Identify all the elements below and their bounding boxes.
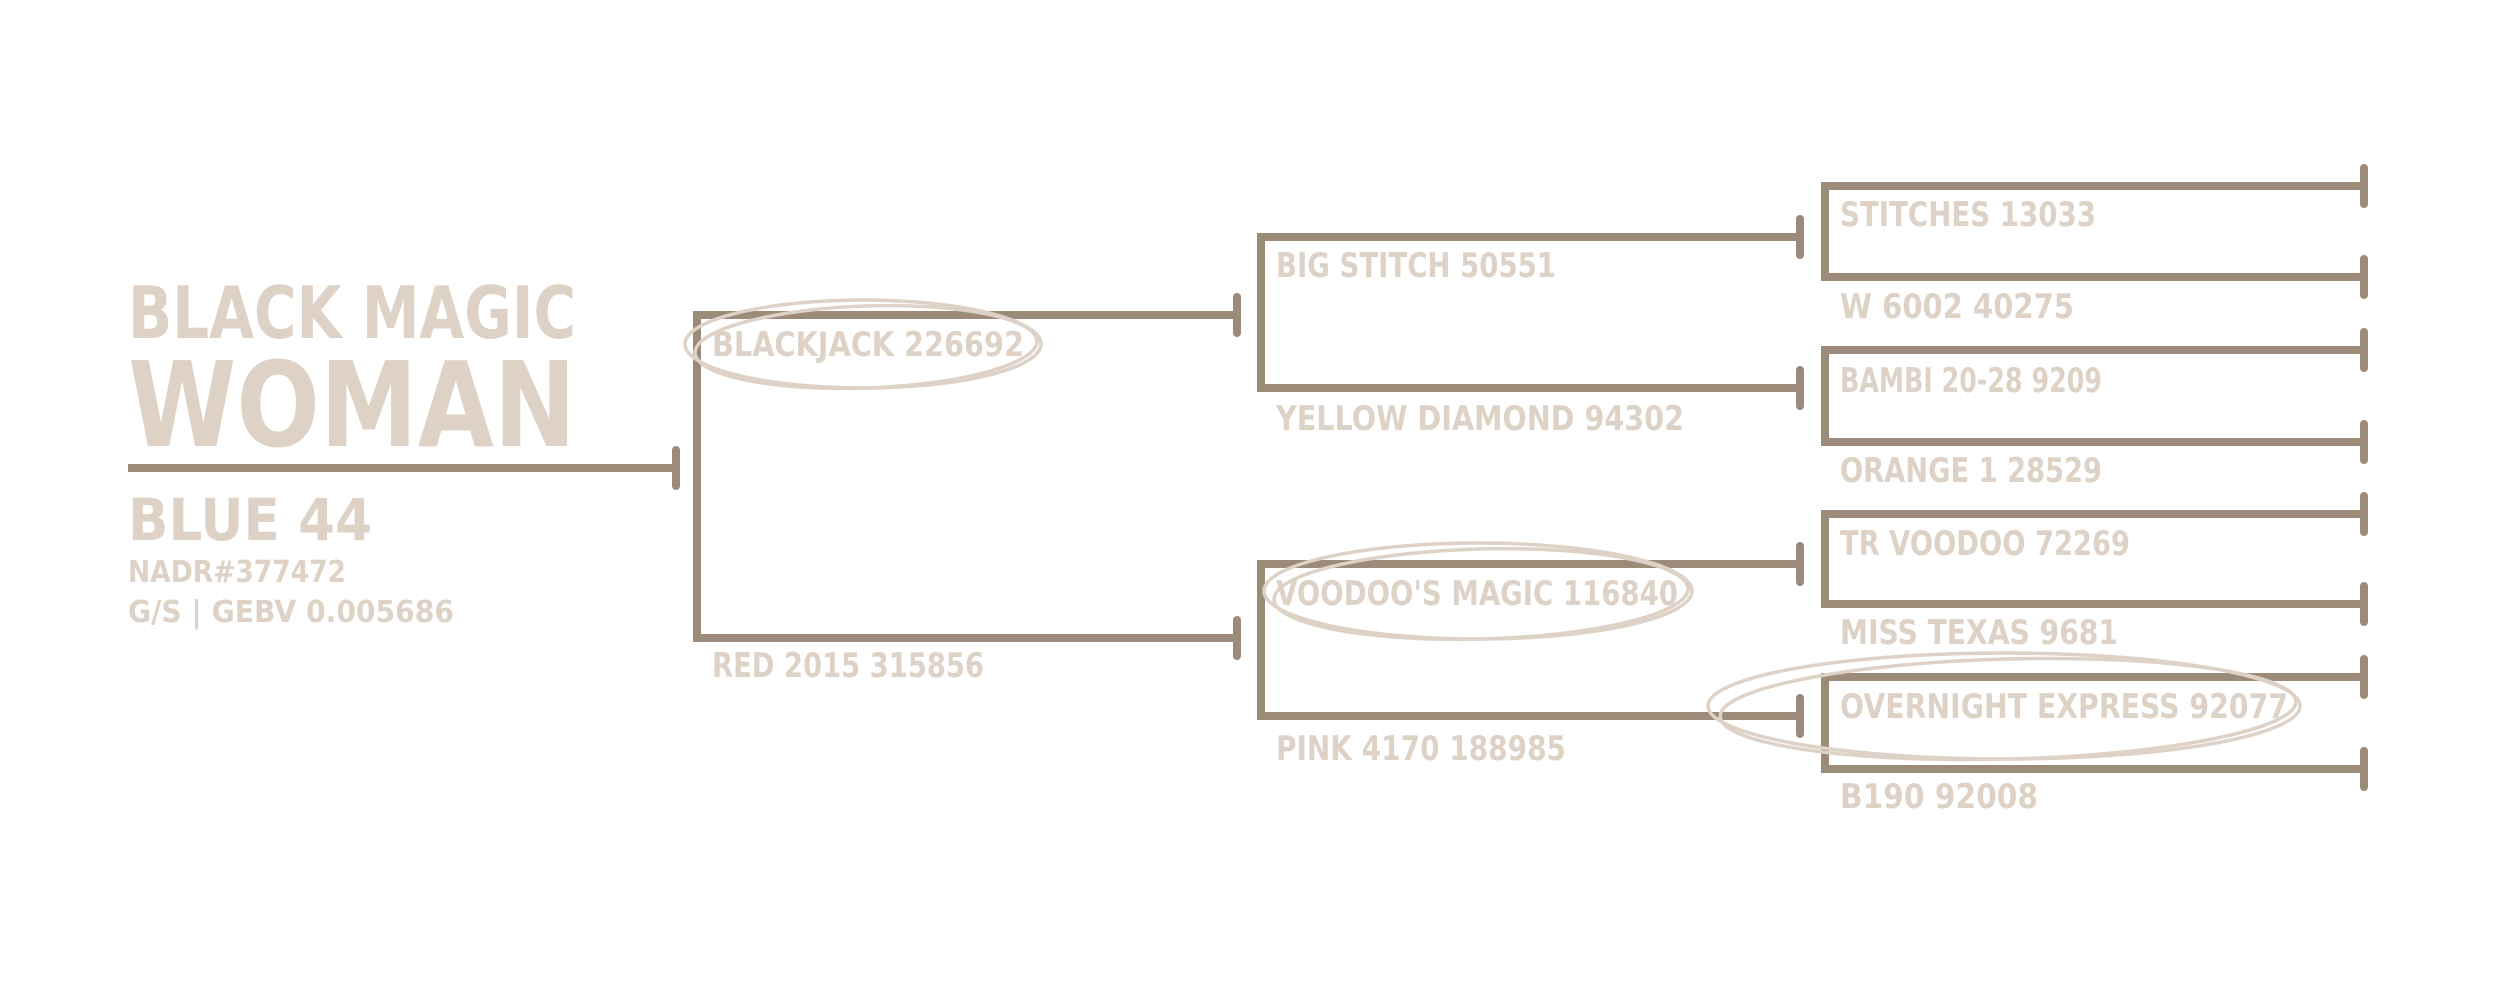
generation-3: STITCHES 13033 W 6002 40275 BAMBI 20-28 … (1706, 164, 2368, 817)
subject-details: G/S | GEBV 0.005686 (128, 595, 454, 630)
generation-1: BLACKJACK 226692 RED 2015 315856 (683, 293, 1241, 686)
subject-name-line1: BLACK MAGIC (128, 271, 576, 355)
gen3-ddd-name: B190 92008 (1840, 777, 2038, 817)
gen2-sire-dam-name: YELLOW DIAMOND 94302 (1275, 399, 1684, 439)
subject-name-line2: WOMAN (128, 336, 576, 474)
gen3-sss-name: STITCHES 13033 (1840, 195, 2096, 235)
gen2-dam-sire-name: VOODOO'S MAGIC 116840 (1276, 574, 1678, 614)
gen3-dds-highlight-ring-2 (1718, 656, 2298, 762)
subject-registration: NADR#377472 (128, 555, 346, 590)
gen2-dam-dam-name: PINK 4170 188985 (1276, 729, 1566, 769)
gen3-dds-name: OVERNIGHT EXPRESS 92077 (1840, 687, 2288, 727)
gen3-ssd-name: W 6002 40275 (1840, 287, 2074, 327)
gen1-sire-name: BLACKJACK 226692 (712, 325, 1024, 365)
gen3-sdd-name: ORANGE 1 28529 (1840, 451, 2102, 491)
subject-block: BLACK MAGIC WOMAN BLUE 44 NADR#377472 G/… (128, 271, 680, 630)
gen1-sire-highlight-ring-2 (693, 303, 1039, 391)
generation-2: BIG STITCH 50551 YELLOW DIAMOND 94302 VO… (1257, 215, 1804, 769)
gen3-dsd-name: MISS TEXAS 9681 (1840, 613, 2118, 653)
subject-tag: BLUE 44 (128, 486, 372, 554)
gen2-sire-sire-name: BIG STITCH 50551 (1276, 246, 1556, 286)
gen3-dss-name: TR VOODOO 72269 (1840, 524, 2130, 564)
gen3-sds-name: BAMBI 20-28 9209 (1840, 361, 2102, 401)
gen1-dam-name: RED 2015 315856 (712, 646, 984, 686)
gen2-dam-sire-highlight-ring-2 (1272, 546, 1690, 642)
